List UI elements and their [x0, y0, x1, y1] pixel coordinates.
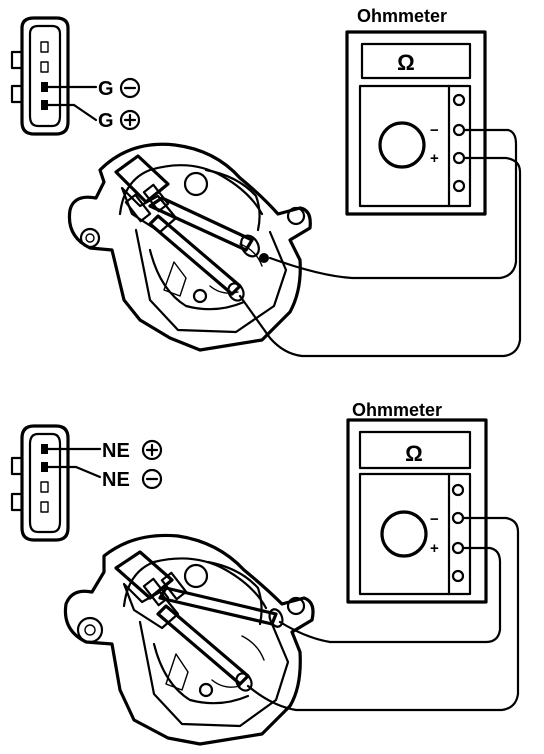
connector-label-ne-plus: NE [102, 440, 130, 462]
plus-symbol-icon [141, 439, 163, 461]
connector-label-g-minus: G [98, 78, 114, 100]
minus-symbol-icon [119, 77, 141, 99]
test-leads-2 [246, 516, 520, 712]
distributor-housing-2 [63, 533, 315, 746]
connector-ne [10, 424, 102, 542]
ohmmeter-title: Ohmmeter [352, 400, 442, 420]
connector-label-ne-minus: NE [102, 469, 130, 491]
ohmmeter-body [345, 30, 487, 216]
terminal-minus-label: − [430, 511, 439, 528]
panel-ne-sensor: NE NE Ohmmeter Ω − + [10, 400, 520, 746]
connector-label-g-plus: G [98, 110, 114, 132]
ohmmeter-title: Ohmmeter [357, 6, 447, 26]
terminal-minus-label: − [430, 122, 439, 139]
minus-symbol-icon [141, 468, 163, 490]
plus-symbol-icon [119, 109, 141, 131]
connector-g [10, 16, 98, 136]
test-leads-1 [238, 128, 522, 358]
ohmmeter-body [346, 418, 488, 604]
panel-g-sensor: G G Ohmmeter Ω − + [10, 6, 522, 358]
ohm-symbol-icon: Ω [405, 441, 423, 466]
distributor-housing-1 [67, 142, 312, 352]
terminal-plus-label: + [430, 540, 439, 557]
ohm-symbol-icon: Ω [397, 50, 415, 75]
terminal-plus-label: + [430, 150, 439, 167]
